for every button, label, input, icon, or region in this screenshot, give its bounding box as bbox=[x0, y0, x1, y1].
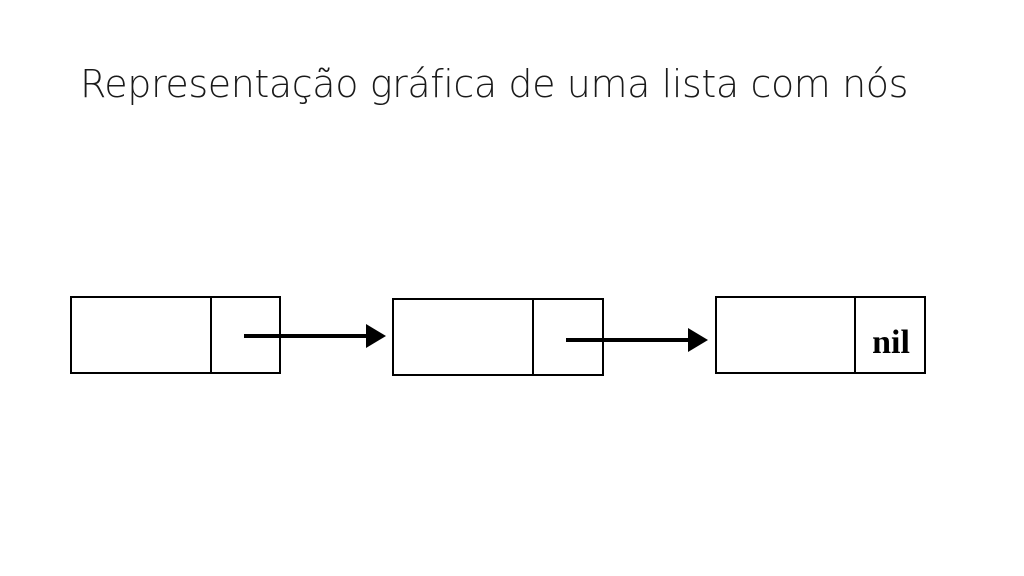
node-2-pointer-cell bbox=[532, 298, 604, 376]
pointer-arrow-2 bbox=[566, 328, 708, 352]
list-node-2 bbox=[392, 298, 604, 376]
pointer-arrow-1 bbox=[244, 324, 386, 348]
node-3-pointer-cell bbox=[854, 296, 926, 374]
list-node-3: nil bbox=[715, 296, 926, 374]
slide-title: Representação gráfica de uma lista com n… bbox=[80, 62, 909, 106]
node-3-data-cell bbox=[715, 296, 856, 374]
node-2-data-cell bbox=[392, 298, 534, 376]
nil-label: nil bbox=[872, 324, 910, 361]
node-1-data-cell bbox=[70, 296, 212, 374]
